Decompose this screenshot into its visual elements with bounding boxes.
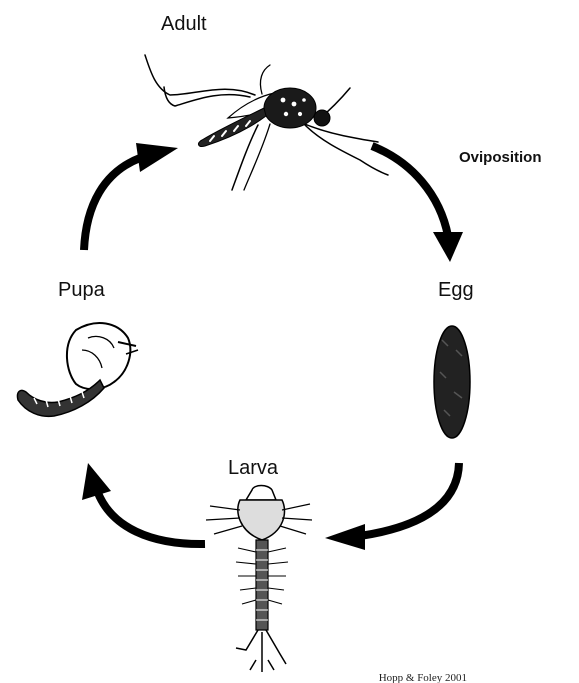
arrow-pupa-to-adult — [84, 143, 178, 250]
label-pupa: Pupa — [58, 279, 106, 301]
label-larva: Larva — [228, 457, 279, 479]
label-egg: Egg — [438, 279, 474, 301]
adult-mosquito-illustration — [145, 55, 388, 190]
label-oviposition: Oviposition — [459, 149, 542, 166]
arrow-larva-to-pupa — [82, 463, 205, 544]
arrow-egg-to-larva — [325, 463, 459, 550]
egg-illustration — [434, 326, 470, 438]
credit-text: Hopp & Foley 2001 — [379, 672, 467, 683]
label-adult: Adult — [161, 13, 207, 35]
larva-illustration — [206, 486, 312, 673]
pupa-illustration — [17, 323, 138, 416]
arrow-adult-to-egg — [372, 146, 463, 262]
